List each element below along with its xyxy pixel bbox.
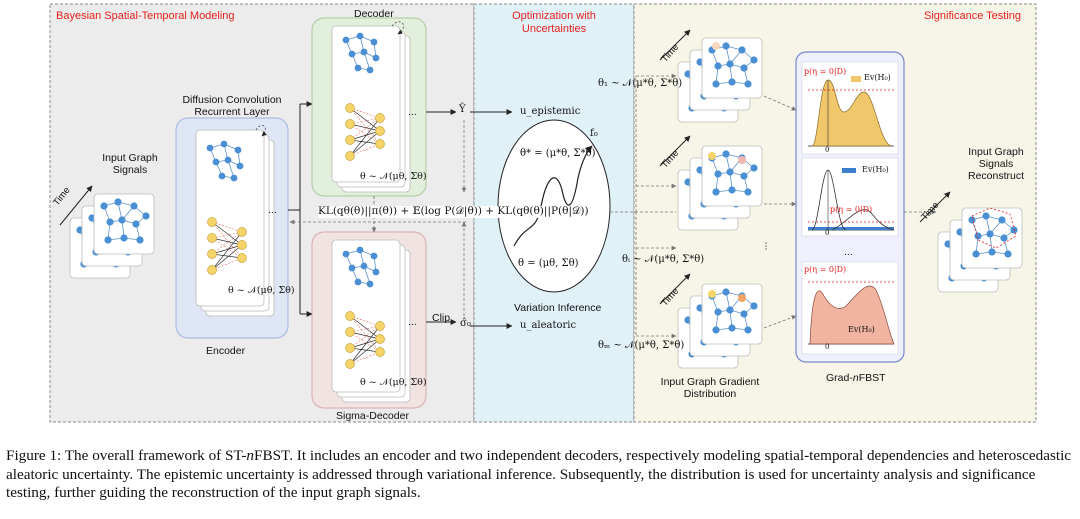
y-hat-math: Ŷ <box>459 104 466 115</box>
framework-diagram <box>49 3 1037 423</box>
zero-math-1: 0 <box>825 146 830 154</box>
u-epistemic-math: u_epistemic <box>520 106 581 117</box>
u-aleatoric-math: u_aleatoric <box>520 320 577 331</box>
caption-italic-n: n <box>246 447 255 464</box>
dcrnn-layer-label: Diffusion Convolution Recurrent Layer <box>182 94 282 119</box>
caption-text-b: FBST. It includes an encoder and two ind… <box>6 447 1072 502</box>
grad-nfbst-suffix: FBST <box>858 372 886 384</box>
decoder-ellipsis: ... <box>408 106 417 118</box>
f0-math: f₀ <box>590 128 598 139</box>
ev-h0-math-2: Ev(H₀) <box>862 165 889 174</box>
theta-m-math: θₘ ~ 𝒩(μ*θ, Σ*θ) <box>598 340 685 351</box>
theta-init-math: θ = (μθ, Σθ) <box>518 258 579 269</box>
gradient-stack-1 <box>677 37 763 123</box>
grad-stack-ellipsis: ... <box>762 241 775 251</box>
figure-caption: Figure 1: The overall framework of ST-nF… <box>6 447 1076 503</box>
fbst-plot-ellipsis: ... <box>844 246 853 258</box>
zero-math-2: 0 <box>825 229 830 237</box>
gradient-stack-2 <box>677 145 763 231</box>
variation-inference-label: Variation Inference <box>514 302 602 314</box>
theta-decoder-math: θ ~ 𝒩(μθ, Σθ) <box>360 171 427 182</box>
input-graph-signals-label: Input Graph Signals <box>102 152 158 177</box>
sigma-decoder-cards <box>331 239 411 403</box>
p-eta-math-2: p(η = 0|D) <box>830 205 873 214</box>
decoder-cards <box>331 25 411 193</box>
theta-encoder-math: θ ~ 𝒩(μθ, Σθ) <box>228 285 295 296</box>
fbst-plot-3 <box>808 281 895 345</box>
ev-h0-math-1: Ev(H₀) <box>864 73 891 82</box>
encoder-cards <box>195 129 275 317</box>
sigma-hat-math: σ̂₀ <box>460 318 471 329</box>
grad-nfbst-prefix: Grad- <box>826 372 853 384</box>
theta-i-math: θᵢ ~ 𝒩(μ*θ, Σ*θ) <box>622 254 705 265</box>
decoder-label: Decoder <box>354 8 394 20</box>
p-eta-math-1: p(η = 0|D) <box>804 67 847 76</box>
sigma-decoder-label: Sigma-Decoder <box>336 410 409 422</box>
p-eta-math-3: p(η = 0|D) <box>804 265 847 274</box>
kl-objective-math: KL(qθ(θ)||π(θ)) + 𝔼(log P(𝒟|θ)) + KL(qθ(… <box>318 205 589 218</box>
significance-panel-title: Significance Testing <box>924 10 1022 22</box>
bayesian-panel-title: Bayesian Spatial-Temporal Modeling <box>56 10 235 22</box>
sigma-decoder-ellipsis: ... <box>408 316 417 328</box>
fbst-plot-1 <box>808 76 894 147</box>
encoder-label: Encoder <box>206 345 246 357</box>
gradient-stack-3 <box>677 283 763 369</box>
fbst-plot-2 <box>808 168 895 231</box>
input-graph-signals-reconstruct-label: Input Graph Signals Reconstruct <box>967 146 1025 183</box>
grad-nfbst-label: Grad-nFBST <box>826 372 886 384</box>
input-graph-gradient-distribution-label: Input Graph Gradient Distribution <box>660 376 760 401</box>
ev-h0-math-3: Ev(H₀) <box>848 325 875 334</box>
encoder-ellipsis: ... <box>268 204 277 216</box>
optimization-panel-title: Optimization with Uncertainties <box>512 10 596 35</box>
zero-math-3: 0 <box>825 343 830 351</box>
theta-1-math: θ₁ ~ 𝒩(μ*θ, Σ*θ) <box>598 78 683 89</box>
clip-label: Clip <box>432 312 451 324</box>
grad-nfbst-italic: n <box>852 372 859 384</box>
caption-text-a: Figure 1: The overall framework of ST- <box>6 447 247 464</box>
theta-star-math: θ* = (μ*θ, Σ*θ) <box>520 148 596 159</box>
theta-sigma-math: θ ~ 𝒩(μθ, Σθ) <box>360 377 427 388</box>
